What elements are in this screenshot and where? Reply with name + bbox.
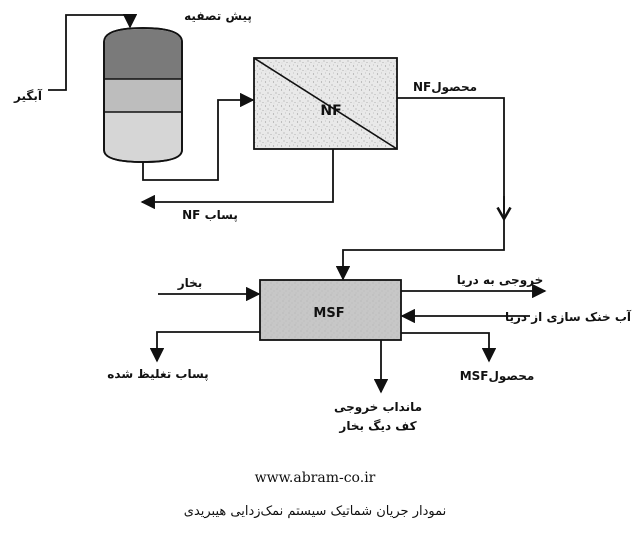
label-nf-reject: پساب NF <box>182 208 238 222</box>
label-sea-cooling: آب خنک سازی از دریا <box>505 309 632 324</box>
footer-website: www.abram-co.ir <box>255 470 376 486</box>
label-pretreatment: پیش تصفیه <box>184 9 252 23</box>
nf-unit: NF <box>253 57 398 150</box>
label-intake: آبگیر <box>13 88 43 103</box>
label-nf-product: محصولNF <box>413 80 477 95</box>
nf-reject-line <box>140 149 334 210</box>
footer-caption: نمودار جریان شماتیک سیستم نمک‌زدایی هیبر… <box>184 504 446 519</box>
label-sea-outlet: خروجی به دریا <box>457 273 544 288</box>
label-brine-line1: مانداب خروجی <box>334 400 422 415</box>
label-concentrated-reject: پساب تغلیظ شده <box>107 367 208 381</box>
pretreatment-vessel <box>103 27 183 163</box>
pretreat-to-nf-line <box>142 92 255 181</box>
label-steam: بخار <box>177 276 203 290</box>
msf-product-line <box>401 332 497 363</box>
intake-line <box>48 14 138 91</box>
concentrated-reject-line <box>149 331 260 363</box>
label-brine-line2: کف دیگ بخار <box>338 419 416 433</box>
nf-product-line <box>335 97 505 281</box>
msf-unit-label: MSF <box>313 306 344 321</box>
msf-unit: MSF <box>259 279 402 341</box>
nf-unit-label: NF <box>320 103 341 119</box>
label-msf-product: محصولMSF <box>460 369 535 384</box>
